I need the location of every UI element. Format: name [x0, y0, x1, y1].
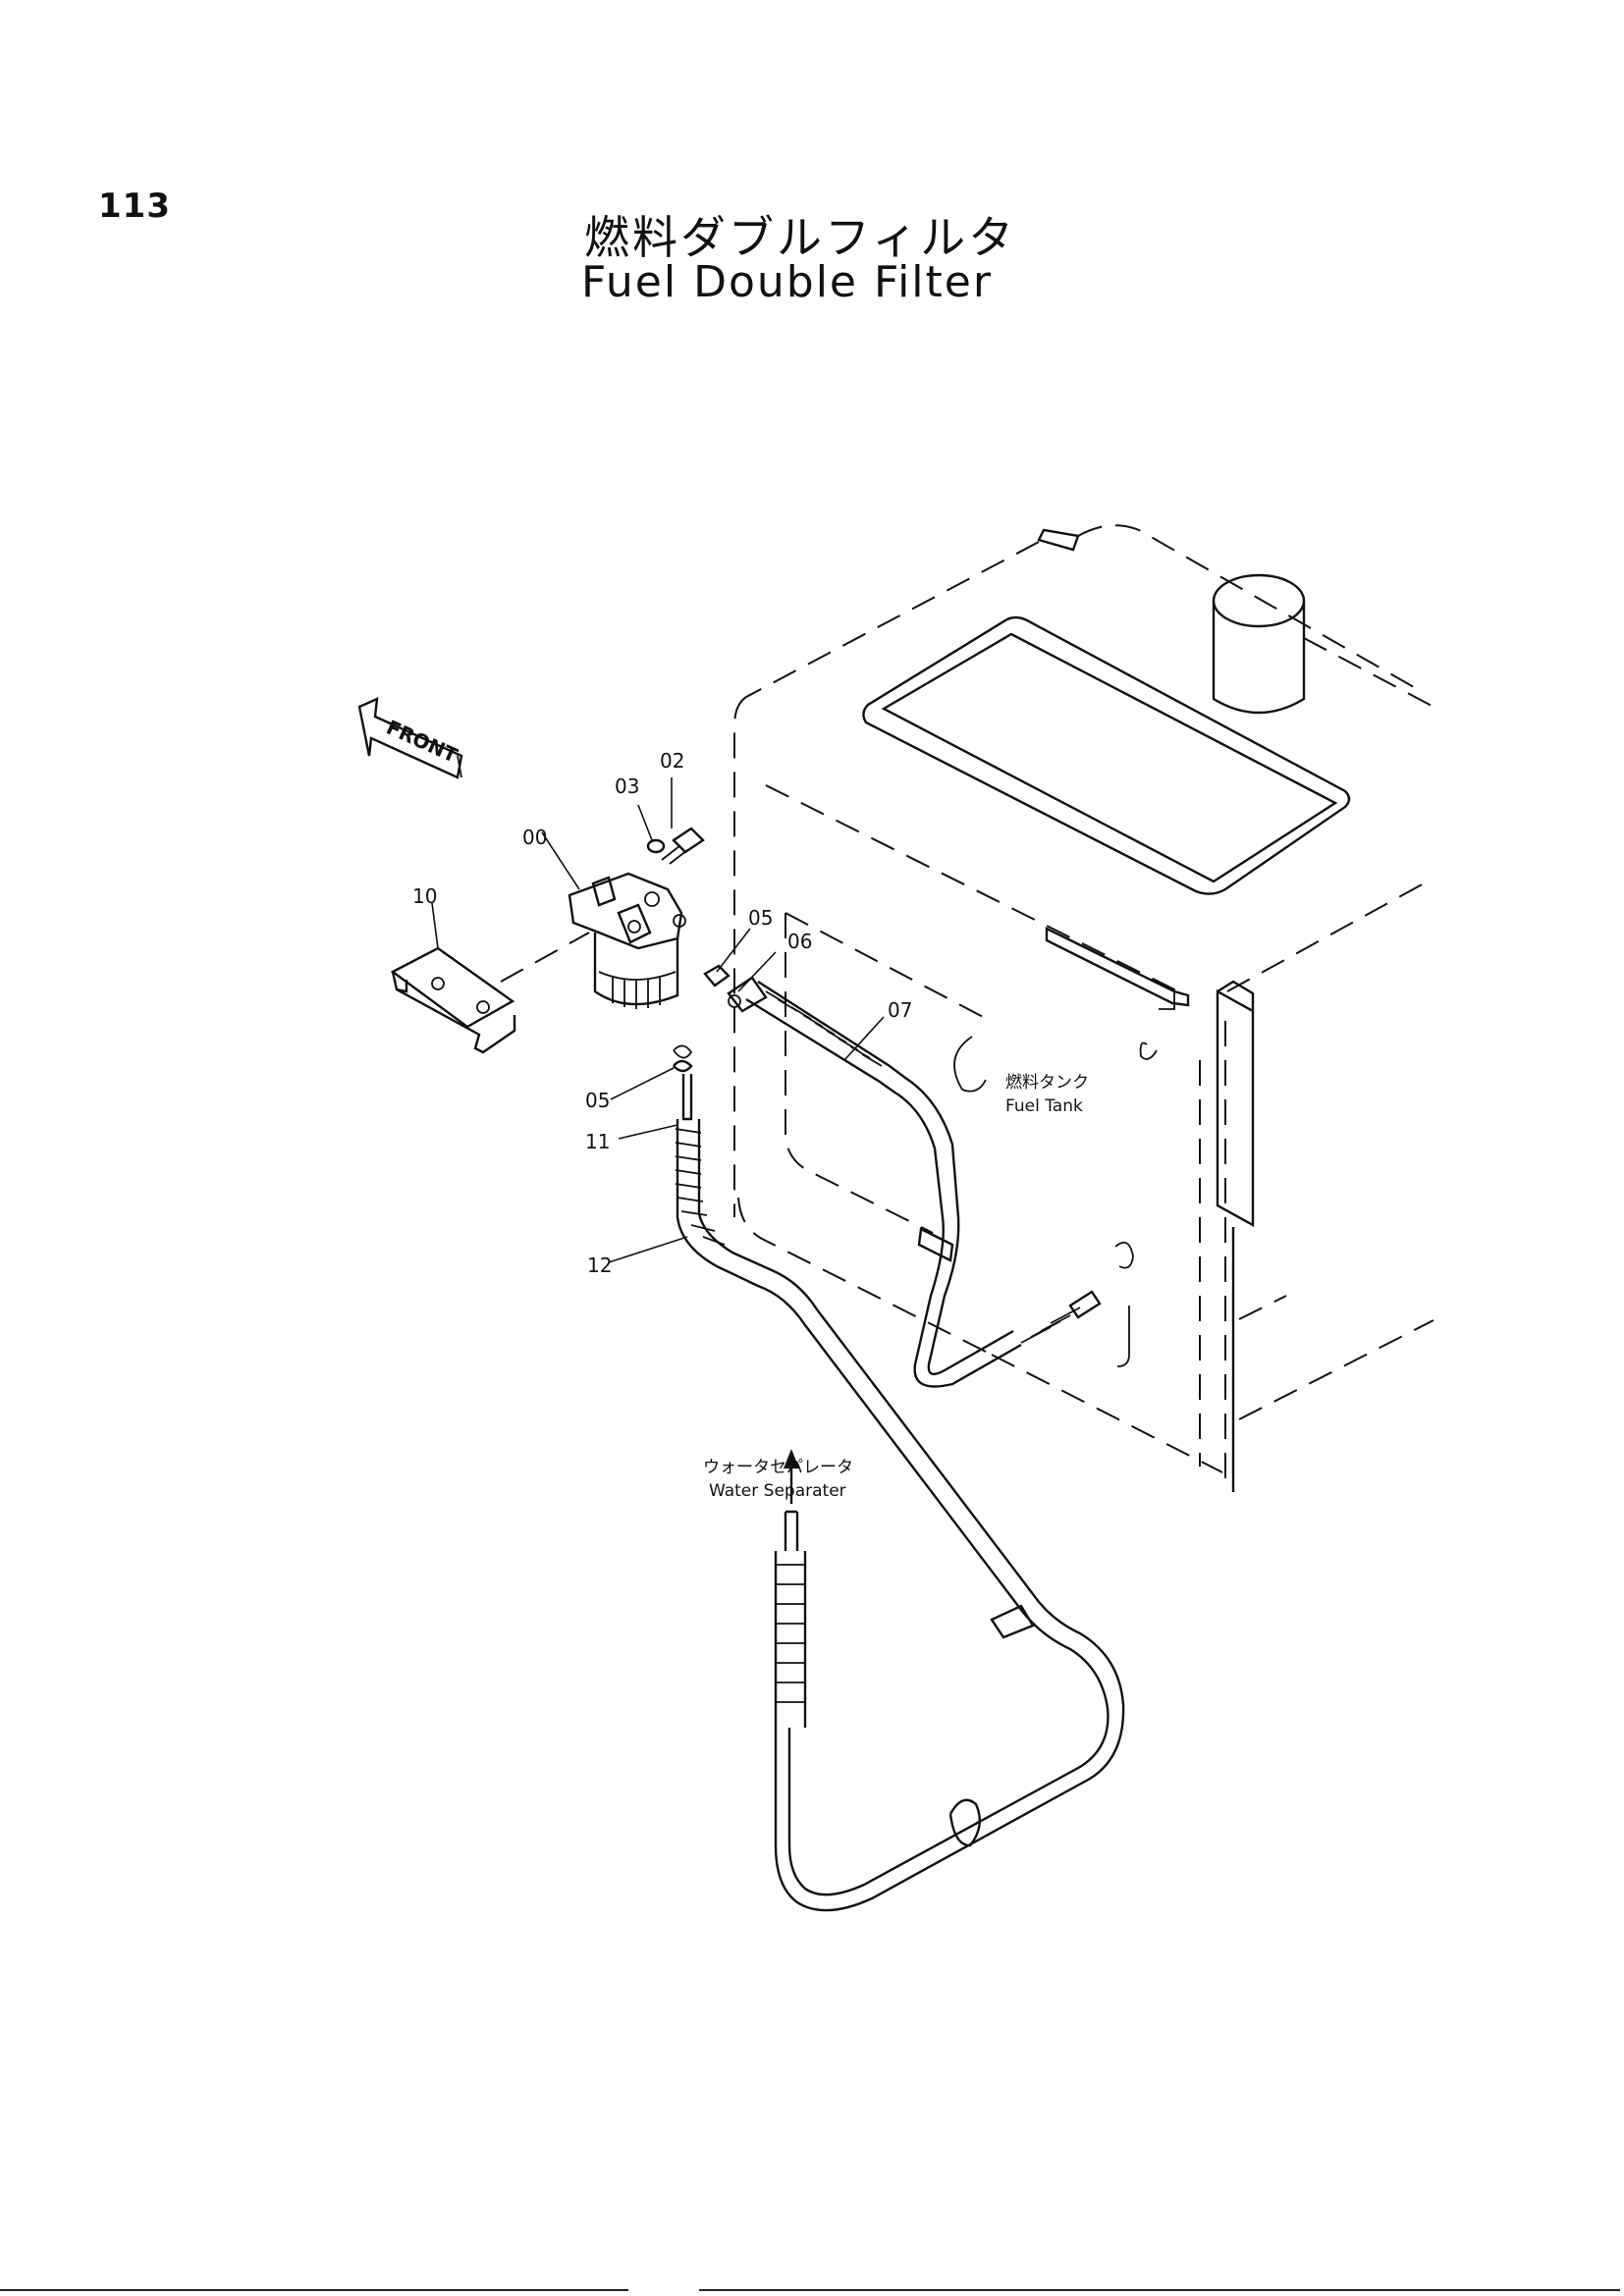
water-separater-label-japanese: ウォータセパレータ [703, 1458, 853, 1477]
front-label: FRONT [383, 716, 461, 768]
bolt [661, 827, 705, 865]
callout-11: 11 [585, 1130, 610, 1153]
page-number: 113 [98, 187, 171, 226]
callout-05-lower: 05 [585, 1089, 610, 1112]
callout-10: 10 [412, 884, 437, 908]
front-direction-arrow: FRONT [357, 697, 463, 779]
title-english: Fuel Double Filter [581, 257, 993, 307]
mounting-bracket [390, 946, 516, 1054]
fuel-tank [733, 524, 1435, 1492]
fuel-tank-label-japanese: 燃料タンク [1005, 1073, 1089, 1093]
callout-07: 07 [888, 998, 912, 1022]
fuel-double-filter [568, 872, 693, 1059]
footer-rule-short [699, 2289, 1620, 2291]
hose-supply [675, 1074, 1125, 1912]
washer [646, 838, 666, 854]
callout-05-upper: 05 [748, 906, 773, 930]
water-separater-arrow [784, 1449, 799, 1504]
title-japanese: 燃料ダブルフィルタ [584, 211, 1017, 264]
hose-connector [727, 976, 768, 1013]
fuel-tank-label-english: Fuel Tank [1005, 1096, 1083, 1116]
footer-rule [0, 2289, 628, 2291]
callout-06: 06 [787, 930, 812, 953]
callout-00: 00 [522, 826, 547, 849]
nut-lower [673, 1059, 693, 1073]
nut-upper [703, 964, 731, 988]
callout-02: 02 [660, 749, 684, 773]
hose-return [745, 980, 1102, 1388]
callout-03: 03 [615, 774, 639, 798]
water-separater-label-english: Water Separater [709, 1481, 846, 1501]
callout-12: 12 [587, 1254, 612, 1277]
